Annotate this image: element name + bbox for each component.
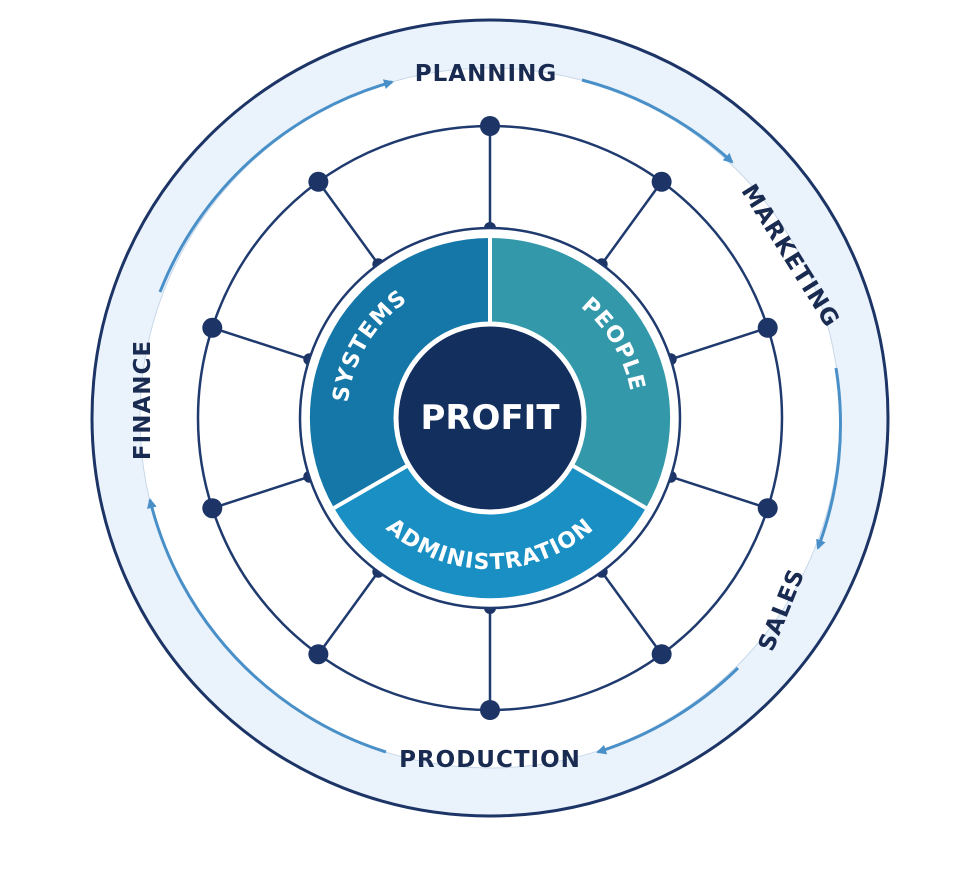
arrow-planning-to-marketing: [581, 78, 734, 164]
outer-node: [308, 644, 329, 665]
outer-node: [651, 171, 672, 192]
spoke-line: [317, 570, 380, 655]
profit-circle: [393, 321, 587, 515]
outer-node: [757, 317, 778, 338]
outer-node: [308, 171, 329, 192]
cycle-label-planning: PLANNING: [415, 61, 558, 87]
outer-node: [480, 116, 500, 136]
outer-node: [651, 644, 672, 665]
outer-node: [480, 700, 500, 720]
center-label: PROFIT: [420, 398, 560, 438]
spoke-line: [600, 570, 663, 655]
cycle-label-production: PRODUCTION: [399, 747, 581, 773]
spoke-line: [670, 326, 769, 361]
outer-node: [757, 498, 778, 519]
arrow-marketing-to-sales: [816, 367, 842, 550]
arrow-sales-to-production: [596, 666, 740, 755]
spoke-line: [211, 326, 310, 361]
spoke-line: [670, 475, 769, 510]
cycle-label-finance: FINANCE: [130, 340, 156, 460]
spoke-line: [211, 475, 310, 510]
spoke-line: [317, 181, 380, 266]
arrow-production-to-finance: [147, 498, 387, 754]
arrow-finance-to-planning: [158, 79, 394, 293]
outer-node: [202, 498, 223, 519]
spoke-line: [600, 181, 663, 266]
outer-node: [202, 317, 223, 338]
